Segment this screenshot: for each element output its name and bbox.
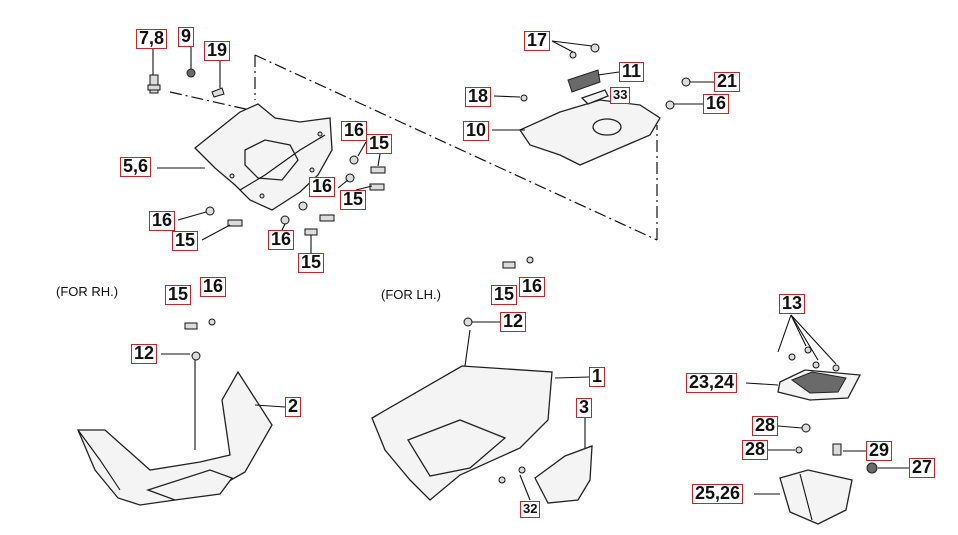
battery-box-assembly xyxy=(777,346,878,525)
callout-27: 27 xyxy=(909,458,936,478)
callout-21: 21 xyxy=(714,72,741,92)
note-for-lh: (FOR LH.) xyxy=(381,287,441,302)
callout-32: 32 xyxy=(520,501,541,518)
note-for-rh: (FOR RH.) xyxy=(56,284,119,299)
callout-16-g: 16 xyxy=(200,277,227,297)
callout-9: 9 xyxy=(178,27,195,47)
callout-16-b: 16 xyxy=(309,177,336,197)
callout-28-a: 28 xyxy=(752,416,779,436)
fastener-set-top-left xyxy=(147,68,225,98)
callout-33-a: 33 xyxy=(610,87,631,104)
callout-16-f: 16 xyxy=(519,277,546,297)
rh-floor-panel-part xyxy=(77,318,273,506)
callout-5-6: 5,6 xyxy=(120,157,152,177)
callout-15-c: 15 xyxy=(172,231,199,251)
callout-10: 10 xyxy=(463,121,490,141)
callout-13: 13 xyxy=(779,294,806,314)
callout-7-8: 7,8 xyxy=(136,29,168,49)
washers-bolts-side-cover xyxy=(205,155,386,236)
panel-3-part xyxy=(534,445,593,504)
callout-16-a: 16 xyxy=(341,121,368,141)
callout-15-a: 15 xyxy=(366,134,393,154)
callout-18: 18 xyxy=(465,87,492,107)
callout-15-d: 15 xyxy=(298,253,325,273)
callout-16-e: 16 xyxy=(703,94,730,114)
rear-cover-part xyxy=(519,43,691,166)
callout-16-d: 16 xyxy=(268,230,295,250)
callout-15-b: 15 xyxy=(340,190,367,210)
side-cover-part xyxy=(194,103,333,211)
callout-11: 11 xyxy=(619,62,645,82)
callout-3: 3 xyxy=(576,398,593,418)
callout-17: 17 xyxy=(524,31,551,51)
callout-23-24: 23,24 xyxy=(686,373,738,393)
leader-lines xyxy=(152,40,909,501)
assembly-guide-line xyxy=(254,54,658,241)
callout-15-f: 15 xyxy=(165,285,192,305)
assembly-guide-line xyxy=(169,91,251,111)
lh-floor-panel-part xyxy=(371,256,553,501)
callout-12-a: 12 xyxy=(131,344,158,364)
callout-16-c: 16 xyxy=(149,211,176,231)
callout-1: 1 xyxy=(589,367,606,387)
callout-29: 29 xyxy=(866,441,893,461)
callout-25-26: 25,26 xyxy=(692,484,744,504)
callout-19: 19 xyxy=(204,41,231,61)
callout-15-e: 15 xyxy=(491,285,518,305)
callout-2: 2 xyxy=(285,397,302,417)
callout-28-b: 28 xyxy=(742,440,769,460)
callout-12-b: 12 xyxy=(500,312,527,332)
